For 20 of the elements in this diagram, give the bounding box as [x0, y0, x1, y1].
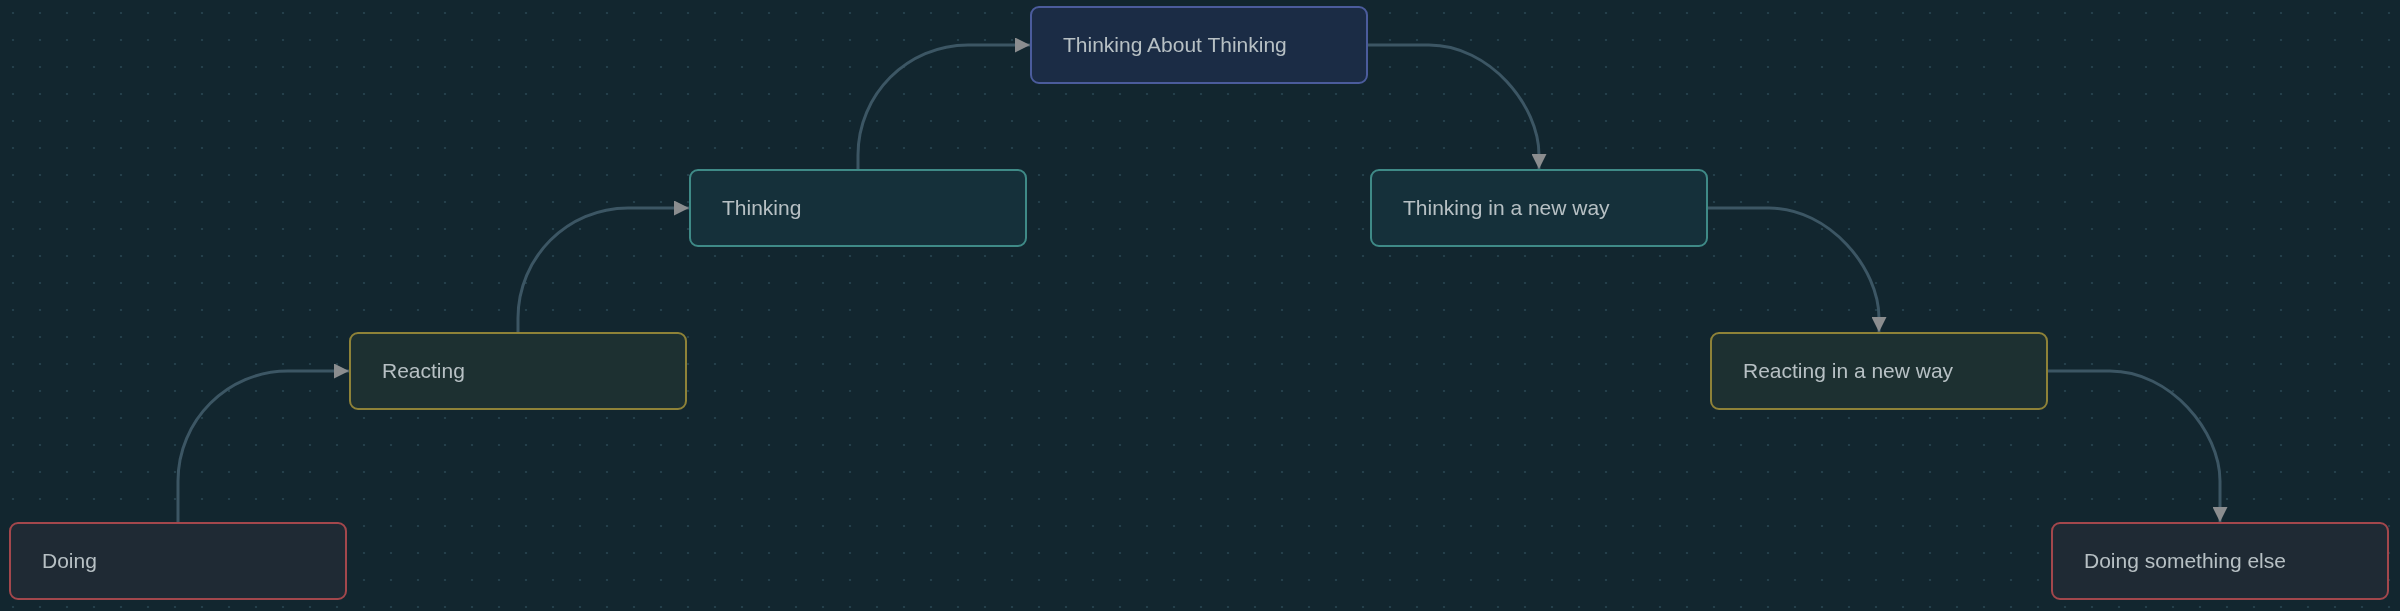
process-box: [1370, 169, 1708, 247]
arrow: [1708, 206, 1887, 332]
node-label: Doing something else: [2084, 547, 2286, 574]
arrow: [856, 37, 1030, 169]
process-box: [349, 332, 687, 410]
node-label: Doing: [42, 547, 97, 574]
process-box: [1030, 6, 1368, 84]
process-box: [689, 169, 1027, 247]
node-label: Reacting: [382, 357, 465, 384]
node-label: Thinking: [722, 194, 802, 221]
arrow: [2048, 369, 2228, 522]
node-label: Reacting in a new way: [1743, 357, 1954, 384]
process-box: [1710, 332, 2048, 410]
arrow: [1368, 43, 1547, 169]
arrow: [516, 200, 689, 332]
node-label: Thinking in a new way: [1403, 194, 1610, 221]
arrow: [176, 363, 349, 522]
process-box: [2051, 522, 2389, 600]
process-box: [9, 522, 347, 600]
node-label: Thinking About Thinking: [1063, 31, 1287, 58]
